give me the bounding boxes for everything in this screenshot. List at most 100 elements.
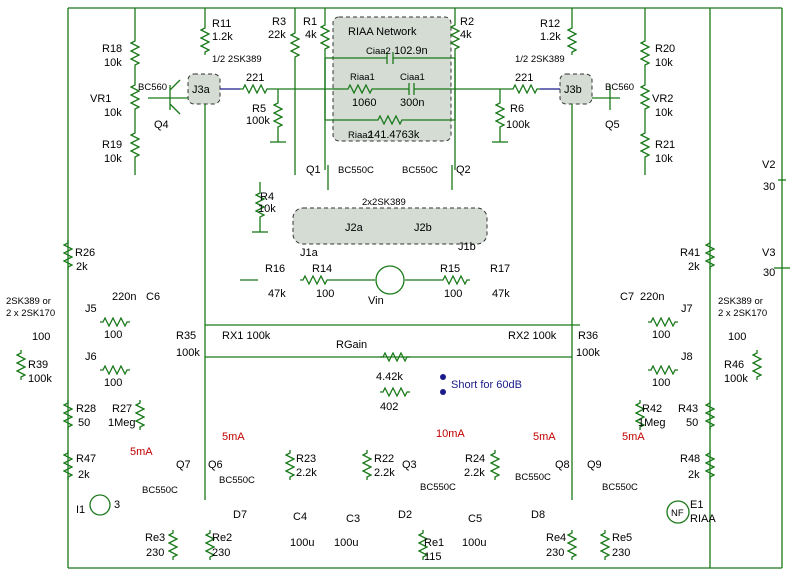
svg-text:220n: 220n [640, 291, 664, 303]
ciaa2-value: 102.9n [394, 45, 428, 57]
svg-text:R21: R21 [655, 139, 675, 151]
svg-text:BC550C: BC550C [602, 482, 638, 493]
svg-text:V2: V2 [762, 159, 775, 171]
svg-text:Q5: Q5 [605, 119, 620, 131]
svg-text:BC550C: BC550C [420, 482, 456, 493]
svg-text:100u: 100u [290, 537, 314, 549]
svg-text:2k: 2k [76, 261, 88, 273]
svg-text:R1: R1 [303, 16, 317, 28]
svg-text:C4: C4 [293, 511, 307, 523]
svg-text:30: 30 [763, 267, 775, 279]
svg-text:R42: R42 [642, 403, 662, 415]
svg-text:R12: R12 [540, 18, 560, 30]
svg-text:C3: C3 [346, 513, 360, 525]
svg-text:100: 100 [444, 288, 462, 300]
svg-text:J2b: J2b [414, 222, 432, 234]
svg-text:Short for 60dB: Short for 60dB [451, 379, 522, 391]
svg-text:J5: J5 [85, 303, 97, 315]
svg-text:BC550C: BC550C [142, 485, 178, 496]
svg-text:R2: R2 [460, 16, 474, 28]
svg-text:2.2k: 2.2k [296, 467, 317, 479]
svg-text:100: 100 [652, 329, 670, 341]
svg-text:2k: 2k [78, 469, 90, 481]
svg-text:Re5: Re5 [612, 532, 632, 544]
svg-text:J3a: J3a [192, 84, 211, 96]
svg-text:2k: 2k [688, 469, 700, 481]
riaa2-label: Riaa2 [348, 130, 373, 141]
riaa1-value: 1060 [352, 97, 376, 109]
svg-text:R15: R15 [440, 263, 460, 275]
svg-text:100u: 100u [462, 537, 486, 549]
svg-text:1Meg: 1Meg [638, 417, 666, 429]
svg-text:10k: 10k [104, 107, 122, 119]
svg-text:402: 402 [380, 401, 398, 413]
svg-text:Vin: Vin [368, 295, 384, 307]
svg-text:1.2k: 1.2k [212, 31, 233, 43]
svg-text:R41: R41 [680, 247, 700, 259]
svg-text:10k: 10k [104, 153, 122, 165]
svg-text:R47: R47 [76, 453, 96, 465]
svg-text:R35: R35 [176, 330, 196, 342]
svg-text:Q8: Q8 [555, 459, 570, 471]
svg-text:BC560: BC560 [138, 82, 167, 93]
svg-text:2.2k: 2.2k [374, 467, 395, 479]
supply-rails [67, 7, 783, 569]
svg-text:100: 100 [32, 331, 50, 343]
svg-text:VR1: VR1 [90, 93, 111, 105]
svg-text:R20: R20 [655, 43, 675, 55]
svg-text:100: 100 [728, 331, 746, 343]
svg-text:BC550C: BC550C [515, 472, 551, 483]
svg-text:RX1 100k: RX1 100k [222, 330, 271, 342]
svg-text:Q7: Q7 [176, 459, 191, 471]
svg-text:2k: 2k [688, 261, 700, 273]
svg-text:BC550C: BC550C [402, 165, 438, 176]
svg-text:J6: J6 [85, 351, 97, 363]
ciaa2-label: Ciaa2 [366, 46, 391, 57]
svg-text:R23: R23 [296, 453, 316, 465]
svg-text:Q6: Q6 [208, 459, 223, 471]
svg-text:2.2k: 2.2k [464, 467, 485, 479]
svg-text:R17: R17 [490, 263, 510, 275]
svg-text:5mA: 5mA [222, 431, 245, 443]
svg-text:C6: C6 [146, 291, 160, 303]
gain-network: RGain 4.42k 402 Short for 60dB RX2 100k … [205, 324, 600, 413]
svg-text:Q3: Q3 [402, 459, 417, 471]
svg-text:100: 100 [316, 288, 334, 300]
svg-text:100u: 100u [334, 537, 358, 549]
svg-text:2SK389 or: 2SK389 or [6, 296, 51, 307]
svg-text:5mA: 5mA [130, 446, 153, 458]
riaa2-value: 141.4763k [368, 129, 420, 141]
svg-text:NF: NF [671, 508, 684, 519]
svg-text:100k: 100k [506, 119, 530, 131]
svg-text:VR2: VR2 [652, 93, 673, 105]
svg-text:R39: R39 [28, 359, 48, 371]
svg-text:R27: R27 [112, 403, 132, 415]
svg-text:R4: R4 [260, 191, 274, 203]
svg-text:R36: R36 [578, 330, 598, 342]
riaa-network: RIAA Network Ciaa2 102.9n Riaa1 Ciaa1 10… [324, 16, 456, 142]
svg-text:R3: R3 [272, 16, 286, 28]
svg-text:Q1: Q1 [306, 164, 321, 176]
svg-text:100: 100 [104, 329, 122, 341]
svg-text:BC550C: BC550C [219, 475, 255, 486]
svg-text:R18: R18 [102, 43, 122, 55]
riaa-title: RIAA Network [348, 26, 417, 38]
svg-text:50: 50 [686, 417, 698, 429]
svg-text:R16: R16 [265, 263, 285, 275]
svg-text:221: 221 [246, 72, 264, 84]
ciaa1-label: Ciaa1 [400, 72, 425, 83]
svg-text:115: 115 [424, 551, 442, 563]
svg-text:100k: 100k [28, 373, 52, 385]
svg-text:50: 50 [78, 417, 90, 429]
svg-text:5mA: 5mA [622, 431, 645, 443]
svg-text:4k: 4k [460, 29, 472, 41]
svg-text:J7: J7 [681, 303, 693, 315]
svg-text:2 x 2SK170: 2 x 2SK170 [6, 308, 55, 319]
svg-text:R14: R14 [312, 263, 332, 275]
svg-text:2 x 2SK170: 2 x 2SK170 [718, 308, 767, 319]
svg-text:4k: 4k [305, 29, 317, 41]
